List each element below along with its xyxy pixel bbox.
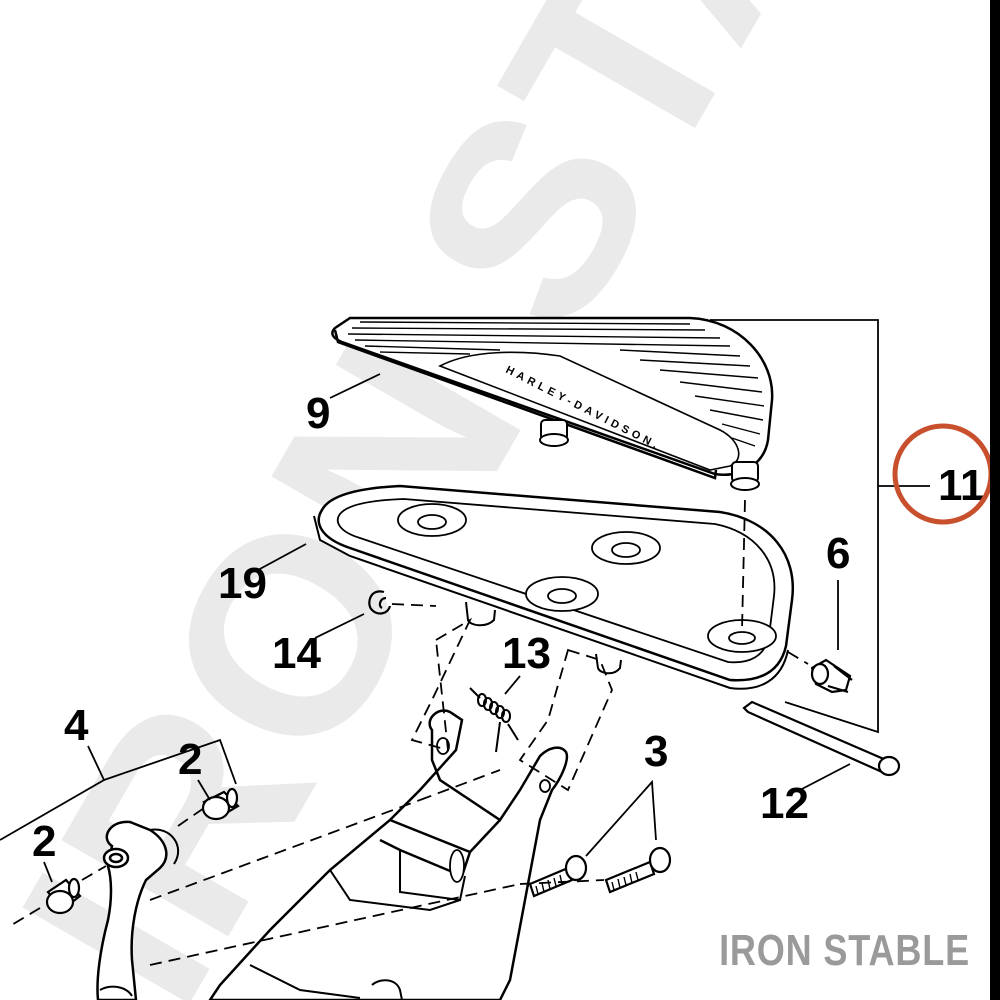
- callout-9: 9: [306, 389, 330, 438]
- leader-lines: [0, 319, 930, 883]
- iron-stable-watermark: IRON STABLE: [719, 926, 970, 975]
- callout-13: 13: [502, 629, 551, 678]
- part-9-footboard-pad: HARLEY-DAVIDSON.: [331, 316, 774, 491]
- callout-3: 3: [644, 727, 668, 776]
- callout-11: 11: [938, 461, 985, 510]
- part-3-screw-left: [528, 854, 588, 898]
- right-edge-bar: [990, 0, 1000, 1000]
- part-4-support-arm: [96, 820, 180, 1000]
- callout-6: 6: [826, 529, 850, 578]
- footboard-bracket: [208, 709, 569, 1000]
- part-12-pivot-pin: [742, 700, 901, 777]
- callout-12: 12: [760, 779, 809, 828]
- callout-4: 4: [64, 701, 89, 750]
- part-14-retaining-clip: [368, 590, 392, 615]
- callout-2-lower: 2: [32, 817, 56, 866]
- part-2-bushing-upper: [201, 787, 240, 821]
- callout-labels: 9 19 14 13 4 2 2 3 6 12 11: [32, 389, 985, 866]
- part-3-screw-right: [604, 846, 672, 894]
- assembly-dash-lines: [9, 499, 809, 966]
- callout-14: 14: [272, 629, 321, 678]
- callout-19: 19: [218, 559, 267, 608]
- part-19-footboard-frame: [313, 484, 795, 690]
- part-6-bolt: [810, 658, 853, 694]
- part-2-bushing-lower: [45, 877, 82, 915]
- part-13-spring: [469, 687, 519, 753]
- callout-2-upper: 2: [178, 735, 202, 784]
